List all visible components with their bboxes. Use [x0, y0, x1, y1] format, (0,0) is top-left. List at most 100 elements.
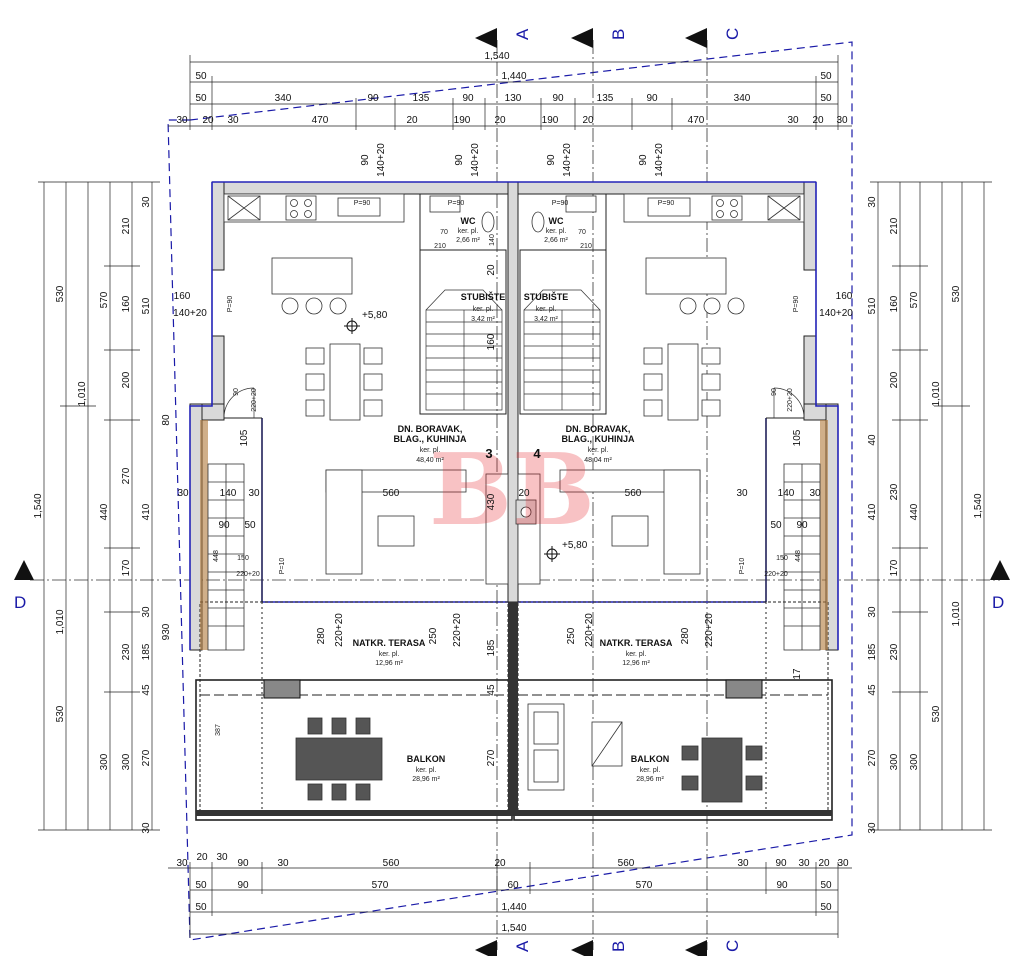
sofa-left — [325, 469, 467, 575]
svg-text:30: 30 — [737, 858, 749, 869]
svg-text:ker. pl.: ker. pl. — [416, 767, 437, 774]
room-label-wc-left: WC ker. pl. 2,66 m² — [456, 216, 480, 244]
svg-text:440: 440 — [909, 503, 920, 520]
svg-text:DN. BORAVAK,: DN. BORAVAK, — [398, 424, 463, 434]
svg-text:170: 170 — [889, 559, 900, 576]
svg-text:560: 560 — [625, 488, 642, 499]
svg-text:60: 60 — [507, 880, 519, 891]
svg-text:45: 45 — [141, 684, 152, 696]
interior-walls — [224, 194, 804, 602]
svg-text:30: 30 — [837, 858, 849, 869]
svg-text:NATKR. TERASA: NATKR. TERASA — [353, 638, 426, 648]
svg-text:160: 160 — [889, 295, 900, 312]
svg-text:P=90: P=90 — [658, 200, 675, 207]
svg-text:410: 410 — [867, 503, 878, 520]
svg-text:250: 250 — [566, 627, 577, 644]
svg-text:440: 440 — [99, 503, 110, 520]
svg-text:50: 50 — [195, 93, 207, 104]
svg-text:530: 530 — [931, 705, 942, 722]
table-balcony-right — [681, 737, 763, 803]
svg-text:150: 150 — [776, 555, 788, 562]
svg-text:560: 560 — [383, 858, 400, 869]
svg-text:570: 570 — [909, 291, 920, 308]
svg-text:448: 448 — [213, 550, 220, 562]
wc-labels: P=90 P=90 70 70 210 210 140 — [434, 200, 592, 250]
svg-text:140: 140 — [489, 234, 496, 246]
svg-text:30: 30 — [809, 488, 821, 499]
svg-text:1,010: 1,010 — [951, 601, 962, 626]
svg-text:30: 30 — [867, 822, 878, 834]
svg-text:48,04 m²: 48,04 m² — [584, 457, 612, 464]
svg-text:280: 280 — [316, 627, 327, 644]
svg-text:ker. pl.: ker. pl. — [379, 651, 400, 658]
interior-stair-left — [425, 289, 503, 411]
svg-text:530: 530 — [55, 705, 66, 722]
svg-text:90: 90 — [775, 858, 787, 869]
svg-text:B: B — [609, 29, 628, 40]
right-dimension-labels: 1,540 530 1,010 1,010 530 570 440 300 21… — [867, 196, 984, 834]
svg-text:C: C — [723, 28, 742, 40]
kitchen-island-left — [271, 257, 353, 315]
svg-text:BALKON: BALKON — [631, 754, 670, 764]
section-marker-d-left: D — [14, 560, 34, 612]
svg-text:ker. pl.: ker. pl. — [420, 447, 441, 454]
svg-text:B: B — [609, 941, 628, 952]
svg-text:200: 200 — [889, 371, 900, 388]
wc-fixtures — [429, 195, 597, 233]
svg-text:ker. pl.: ker. pl. — [458, 228, 479, 235]
right-dimension-lines — [870, 181, 992, 831]
svg-text:1,540: 1,540 — [973, 493, 984, 518]
svg-text:30: 30 — [216, 852, 228, 863]
svg-text:90: 90 — [776, 880, 788, 891]
svg-text:220+20: 220+20 — [251, 388, 258, 412]
center-labels: 560 20 560 430 160 20 280 220+20 250 220… — [215, 264, 803, 766]
svg-text:P=90: P=90 — [448, 200, 465, 207]
kitchen-labels: P=90 P=90 — [354, 200, 675, 207]
svg-text:30: 30 — [176, 858, 188, 869]
svg-text:140+20: 140+20 — [654, 143, 665, 177]
svg-text:ker. pl.: ker. pl. — [626, 651, 647, 658]
svg-text:105: 105 — [792, 429, 803, 446]
room-label-living-left: DN. BORAVAK, BLAG., KUHINJA ker. pl. 48,… — [393, 424, 467, 464]
svg-text:270: 270 — [486, 749, 497, 766]
svg-text:220+20: 220+20 — [334, 613, 345, 647]
svg-text:190: 190 — [454, 115, 471, 126]
room-label-terrace-right: NATKR. TERASA ker. pl. 12,96 m² — [600, 638, 673, 667]
bottom-dimension-labels: 30 20 30 90 30 560 20 560 30 90 30 20 30… — [176, 852, 849, 934]
svg-text:210: 210 — [580, 243, 592, 250]
svg-text:P=90: P=90 — [354, 200, 371, 207]
svg-text:STUBIŠTE: STUBIŠTE — [524, 291, 569, 302]
svg-text:ker. pl.: ker. pl. — [640, 767, 661, 774]
section-marker-d-right: D — [990, 560, 1010, 612]
svg-text:30: 30 — [787, 115, 799, 126]
svg-text:20: 20 — [406, 115, 418, 126]
svg-text:160: 160 — [121, 295, 132, 312]
svg-text:230: 230 — [889, 643, 900, 660]
svg-text:470: 470 — [688, 115, 705, 126]
svg-text:30: 30 — [736, 488, 748, 499]
svg-text:230: 230 — [121, 643, 132, 660]
section-marker-a-bottom: A — [475, 940, 532, 956]
svg-text:185: 185 — [867, 643, 878, 660]
svg-text:220+20: 220+20 — [764, 571, 788, 578]
exterior-stair-right — [783, 463, 821, 651]
svg-text:510: 510 — [141, 297, 152, 314]
svg-text:1,440: 1,440 — [501, 71, 526, 82]
svg-text:90: 90 — [218, 520, 230, 531]
svg-text:340: 340 — [734, 93, 751, 104]
svg-text:448: 448 — [795, 550, 802, 562]
svg-text:50: 50 — [770, 520, 782, 531]
watermark-logo: BB — [429, 433, 595, 548]
svg-text:470: 470 — [312, 115, 329, 126]
svg-text:140+20: 140+20 — [470, 143, 481, 177]
svg-text:30: 30 — [867, 196, 878, 208]
svg-text:570: 570 — [636, 880, 653, 891]
svg-text:70: 70 — [578, 229, 586, 236]
svg-text:WC: WC — [461, 216, 476, 226]
svg-text:30: 30 — [141, 196, 152, 208]
svg-text:BLAG., KUHINJA: BLAG., KUHINJA — [393, 434, 467, 444]
exterior-stair-left — [207, 463, 245, 651]
interior-stair-right — [523, 289, 601, 411]
svg-text:160: 160 — [174, 291, 191, 302]
section-marker-c-top: C — [685, 28, 742, 48]
